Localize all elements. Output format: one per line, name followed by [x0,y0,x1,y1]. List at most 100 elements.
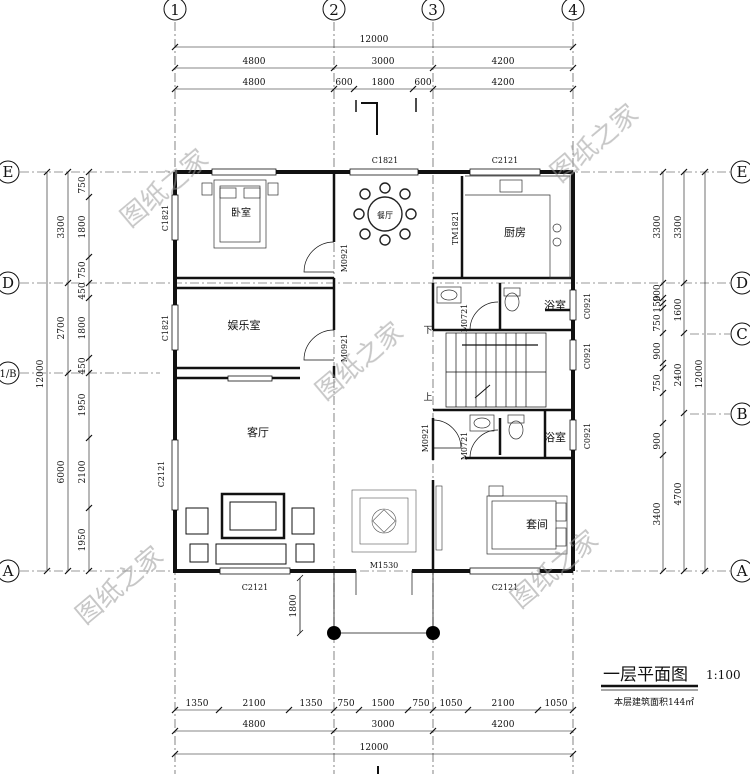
dim-bot-r1-6: 1050 [440,699,463,709]
dim-bot-r1-8: 1050 [545,699,568,709]
plan-scale: 1:100 [706,668,741,682]
top-dimension-texts: 12000 4800 3000 4200 4800 600 1800 600 4… [243,35,515,88]
axis-bubbles [0,0,750,583]
code-m1530: M1530 [370,561,399,570]
code-c1821-top: C1821 [372,156,398,165]
dim-bot-r1-7: 2100 [492,699,515,709]
axis-label-2: 2 [329,1,339,19]
upper-marker [361,102,378,135]
dim-bot-r1-4: 1500 [372,699,395,709]
dim-bot-r1-5: 750 [412,699,429,709]
dim-right-r1-0: 3300 [674,215,684,238]
dim-top-r2-0: 4800 [243,78,266,88]
stair-up-label: 上 [423,392,432,403]
axis-label-e-left: E [3,163,14,181]
code-tm1821: TM1821 [451,211,460,245]
axis-label-e-right: E [737,163,748,181]
dim-top-r1-1: 3000 [372,57,395,67]
porch [296,571,434,637]
axis-label-c-right: C [736,325,747,343]
porch-dimension: 1800 [289,594,299,617]
dim-right-r2-2: 150 [653,295,663,312]
axis-label-a-right: A [736,562,748,580]
dim-right-r2-4: 750 [653,314,663,331]
dim-top-r1-0: 4800 [243,57,266,67]
dim-bot-r2-0: 4800 [243,720,266,730]
code-c0921-c: C0921 [583,423,592,449]
dim-left-r2-0: 750 [78,176,88,193]
dim-top-r2-3: 600 [414,78,431,88]
dim-left-r2-4: 1800 [78,316,88,339]
watermark-3: 图纸之家 [545,99,644,189]
dim-left-r2-2: 750 [78,261,88,278]
kitchen-counter [465,175,571,279]
code-c2121-bottom-left: C2121 [242,583,268,592]
dim-left-r2-1: 1800 [78,215,88,238]
code-c1821-left-1: C1821 [161,205,170,231]
dining-table [353,182,417,246]
dim-left-r1-3: 6000 [57,460,67,483]
code-c0921-b: C0921 [583,343,592,369]
living-rug [351,489,417,553]
code-c2121-bottom-right: C2121 [492,583,518,592]
right-dimension-lines [659,168,709,575]
code-c2121-top: C2121 [492,156,518,165]
dim-bot-total: 12000 [360,743,389,753]
dim-bot-r1-3: 750 [337,699,354,709]
room-bath-2: 浴室 [544,430,566,444]
right-dimension-texts: 3300 900 150 750 900 750 900 3400 3300 1… [653,215,705,525]
watermark-4: 图纸之家 [70,541,169,631]
dim-right-r2-7: 750 [653,374,663,391]
dim-left-r2-3: 450 [78,282,88,299]
dim-right-r1-3: 4700 [674,482,684,505]
room-entertainment: 娱乐室 [228,318,261,332]
dim-left-r2-5: 450 [78,357,88,374]
bottom-dimension-texts: 1350 2100 1350 750 1500 750 1050 2100 10… [186,699,568,753]
dim-right-r2-1: 900 [653,284,663,301]
dim-right-total: 12000 [695,359,705,388]
axis-label-d-right: D [736,274,748,292]
room-kitchen: 厨房 [504,226,526,239]
axis-labels: 1 2 3 4 E D 1/B A E D C B A [0,1,748,580]
axis-label-b-right: B [736,405,747,423]
plan-title: 一层平面图 [603,665,688,685]
code-m0721-a: M0721 [460,304,469,333]
axis-label-4: 4 [568,1,578,19]
code-m0921-c: M0921 [421,424,430,453]
porch-column-right [426,626,440,640]
left-dimension-lines [43,168,93,575]
dim-bot-r1-2: 1350 [300,699,323,709]
watermarks: 图纸之家 图纸之家 图纸之家 图纸之家 图纸之家 [70,99,644,631]
code-m0921-a: M0921 [340,244,349,273]
dim-top-total: 12000 [360,35,389,45]
bath-fixtures [436,286,525,440]
dim-right-r2-0: 3300 [653,215,663,238]
code-c2121-left: C2121 [157,461,166,487]
title-block: 一层平面图 1:100 本层建筑面积144㎡ [601,665,741,708]
suite-wardrobe [435,485,443,551]
room-living: 客厅 [247,425,269,439]
room-bath-1: 浴室 [544,298,566,312]
code-m0921-b: M0921 [340,334,349,363]
axis-label-1: 1 [170,1,180,19]
axis-label-d-left: D [2,274,14,292]
room-bedroom: 卧室 [231,206,251,219]
dim-left-r2-7: 2100 [78,460,88,483]
stair-down-label: 下 [423,326,432,336]
doors [303,241,499,595]
code-m0721-b: M0721 [460,432,469,461]
dim-right-r1-2: 2400 [674,363,684,386]
plan-area-note: 本层建筑面积144㎡ [614,696,694,708]
bedroom-bed [201,179,279,249]
dim-top-r2-2: 1800 [372,78,395,88]
dim-right-r2-8: 900 [653,432,663,449]
code-c0921-a: C0921 [583,293,592,319]
watermark-2: 图纸之家 [310,317,409,407]
axis-label-1b-left: 1/B [0,369,17,380]
dim-right-r2-5: 900 [653,342,663,359]
left-dimension-texts: 12000 3300 2700 6000 750 1800 750 450 18… [36,176,88,551]
living-sofa-set [185,492,315,565]
dim-top-r2-4: 4200 [492,78,515,88]
dim-right-r2-10: 3400 [653,502,663,525]
